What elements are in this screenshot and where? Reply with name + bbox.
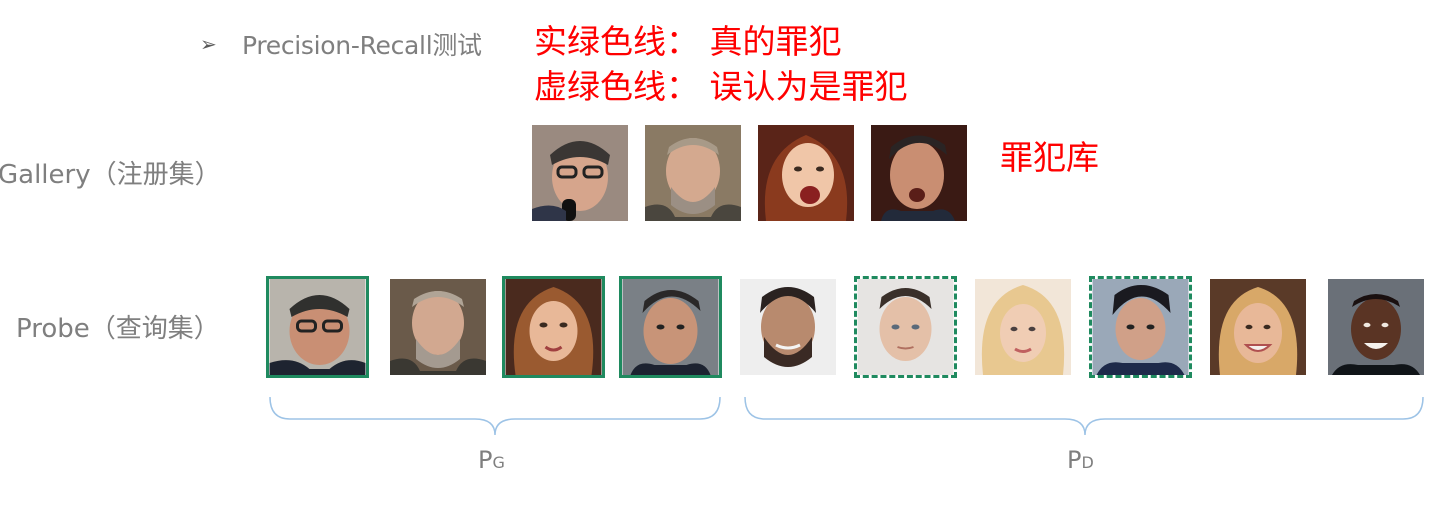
face-smiling-woman-image — [1210, 279, 1306, 375]
probe-face-1 — [266, 276, 369, 378]
pg-label-main: P — [478, 446, 493, 474]
pg-brace — [269, 396, 721, 436]
probe-face-2 — [390, 279, 486, 375]
pg-label-sub: G — [492, 453, 505, 472]
face-woman-brown-hair-image — [502, 276, 605, 378]
face-man-open-mouth-image — [871, 125, 967, 221]
gallery-face-4 — [871, 125, 967, 221]
face-man-dark-hair-image — [619, 276, 722, 378]
legend-dashed-line: 虚绿色线： 误认为是罪犯 — [534, 67, 908, 106]
legend-solid-line: 实绿色线： 真的罪犯 — [534, 22, 842, 61]
face-smiling-man-image — [1328, 279, 1424, 375]
pd-label: PD — [1067, 446, 1094, 474]
probe-face-7 — [975, 279, 1071, 375]
criminal-database-label: 罪犯库 — [1000, 138, 1099, 177]
probe-face-6 — [854, 276, 957, 378]
probe-face-9 — [1210, 279, 1306, 375]
pd-label-main: P — [1067, 446, 1082, 474]
face-old-man-glasses-image — [532, 125, 628, 221]
title-text: Precision-Recall测试 — [242, 31, 482, 60]
face-bearded-man-image — [645, 125, 741, 221]
pd-label-sub: D — [1081, 453, 1094, 472]
gallery-face-1 — [532, 125, 628, 221]
face-blonde-woman-image — [975, 279, 1071, 375]
face-young-man-dark-hair-image — [1089, 276, 1192, 378]
face-woman-shouting-image — [758, 125, 854, 221]
pg-label: PG — [478, 446, 505, 474]
pd-brace — [744, 396, 1424, 436]
probe-label: Probe（查询集） — [16, 314, 220, 344]
face-bearded-man-image — [390, 279, 486, 375]
face-young-man-image — [854, 276, 957, 378]
gallery-face-3 — [758, 125, 854, 221]
set-braces — [269, 396, 1424, 436]
gallery-label: Gallery（注册集） — [0, 160, 221, 190]
face-man-beard-dark-image — [740, 279, 836, 375]
gallery-face-2 — [645, 125, 741, 221]
bullet-arrow-icon: ➢ — [200, 32, 217, 56]
probe-face-3 — [502, 276, 605, 378]
probe-face-10 — [1328, 279, 1424, 375]
probe-face-5 — [740, 279, 836, 375]
probe-face-8 — [1089, 276, 1192, 378]
probe-face-4 — [619, 276, 722, 378]
face-old-man-glasses-image — [266, 276, 369, 378]
title-line: ➢ Precision-Recall测试 — [200, 22, 482, 66]
